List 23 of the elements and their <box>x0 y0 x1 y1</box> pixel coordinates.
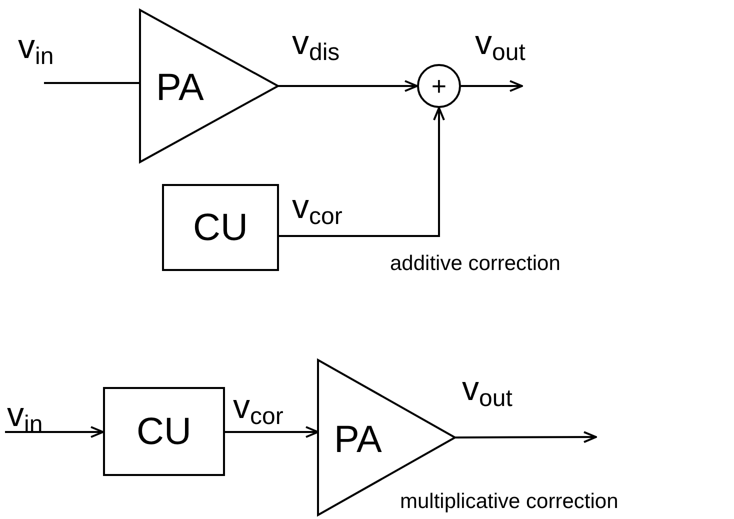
plus-sign: + <box>431 73 447 99</box>
arrow <box>5 426 104 438</box>
signal-label: v$_{in}$ <box>18 30 54 64</box>
amplifier-triangle <box>140 10 278 162</box>
block-label: CU <box>193 208 248 246</box>
block-label: CU <box>136 412 192 450</box>
process-box <box>162 184 279 271</box>
signal-label: v$_{cor}$ <box>292 190 342 224</box>
arrow <box>278 80 418 92</box>
signal-label: v$_{out}$ <box>462 372 512 406</box>
arrow <box>225 426 319 438</box>
signal-label: v$_{cor}$ <box>233 390 284 424</box>
arrow <box>279 107 445 237</box>
arrow <box>455 431 597 444</box>
signal-label: v$_{dis}$ <box>292 26 340 60</box>
signal-label: v$_{out}$ <box>475 26 526 60</box>
arrow <box>461 80 523 92</box>
caption-note: multiplicative correction <box>400 490 618 514</box>
block-label: PA <box>334 420 382 458</box>
process-box <box>103 387 225 476</box>
summing-junction <box>417 64 461 108</box>
caption-note: additive correction <box>390 252 560 276</box>
block-label: PA <box>156 69 204 107</box>
